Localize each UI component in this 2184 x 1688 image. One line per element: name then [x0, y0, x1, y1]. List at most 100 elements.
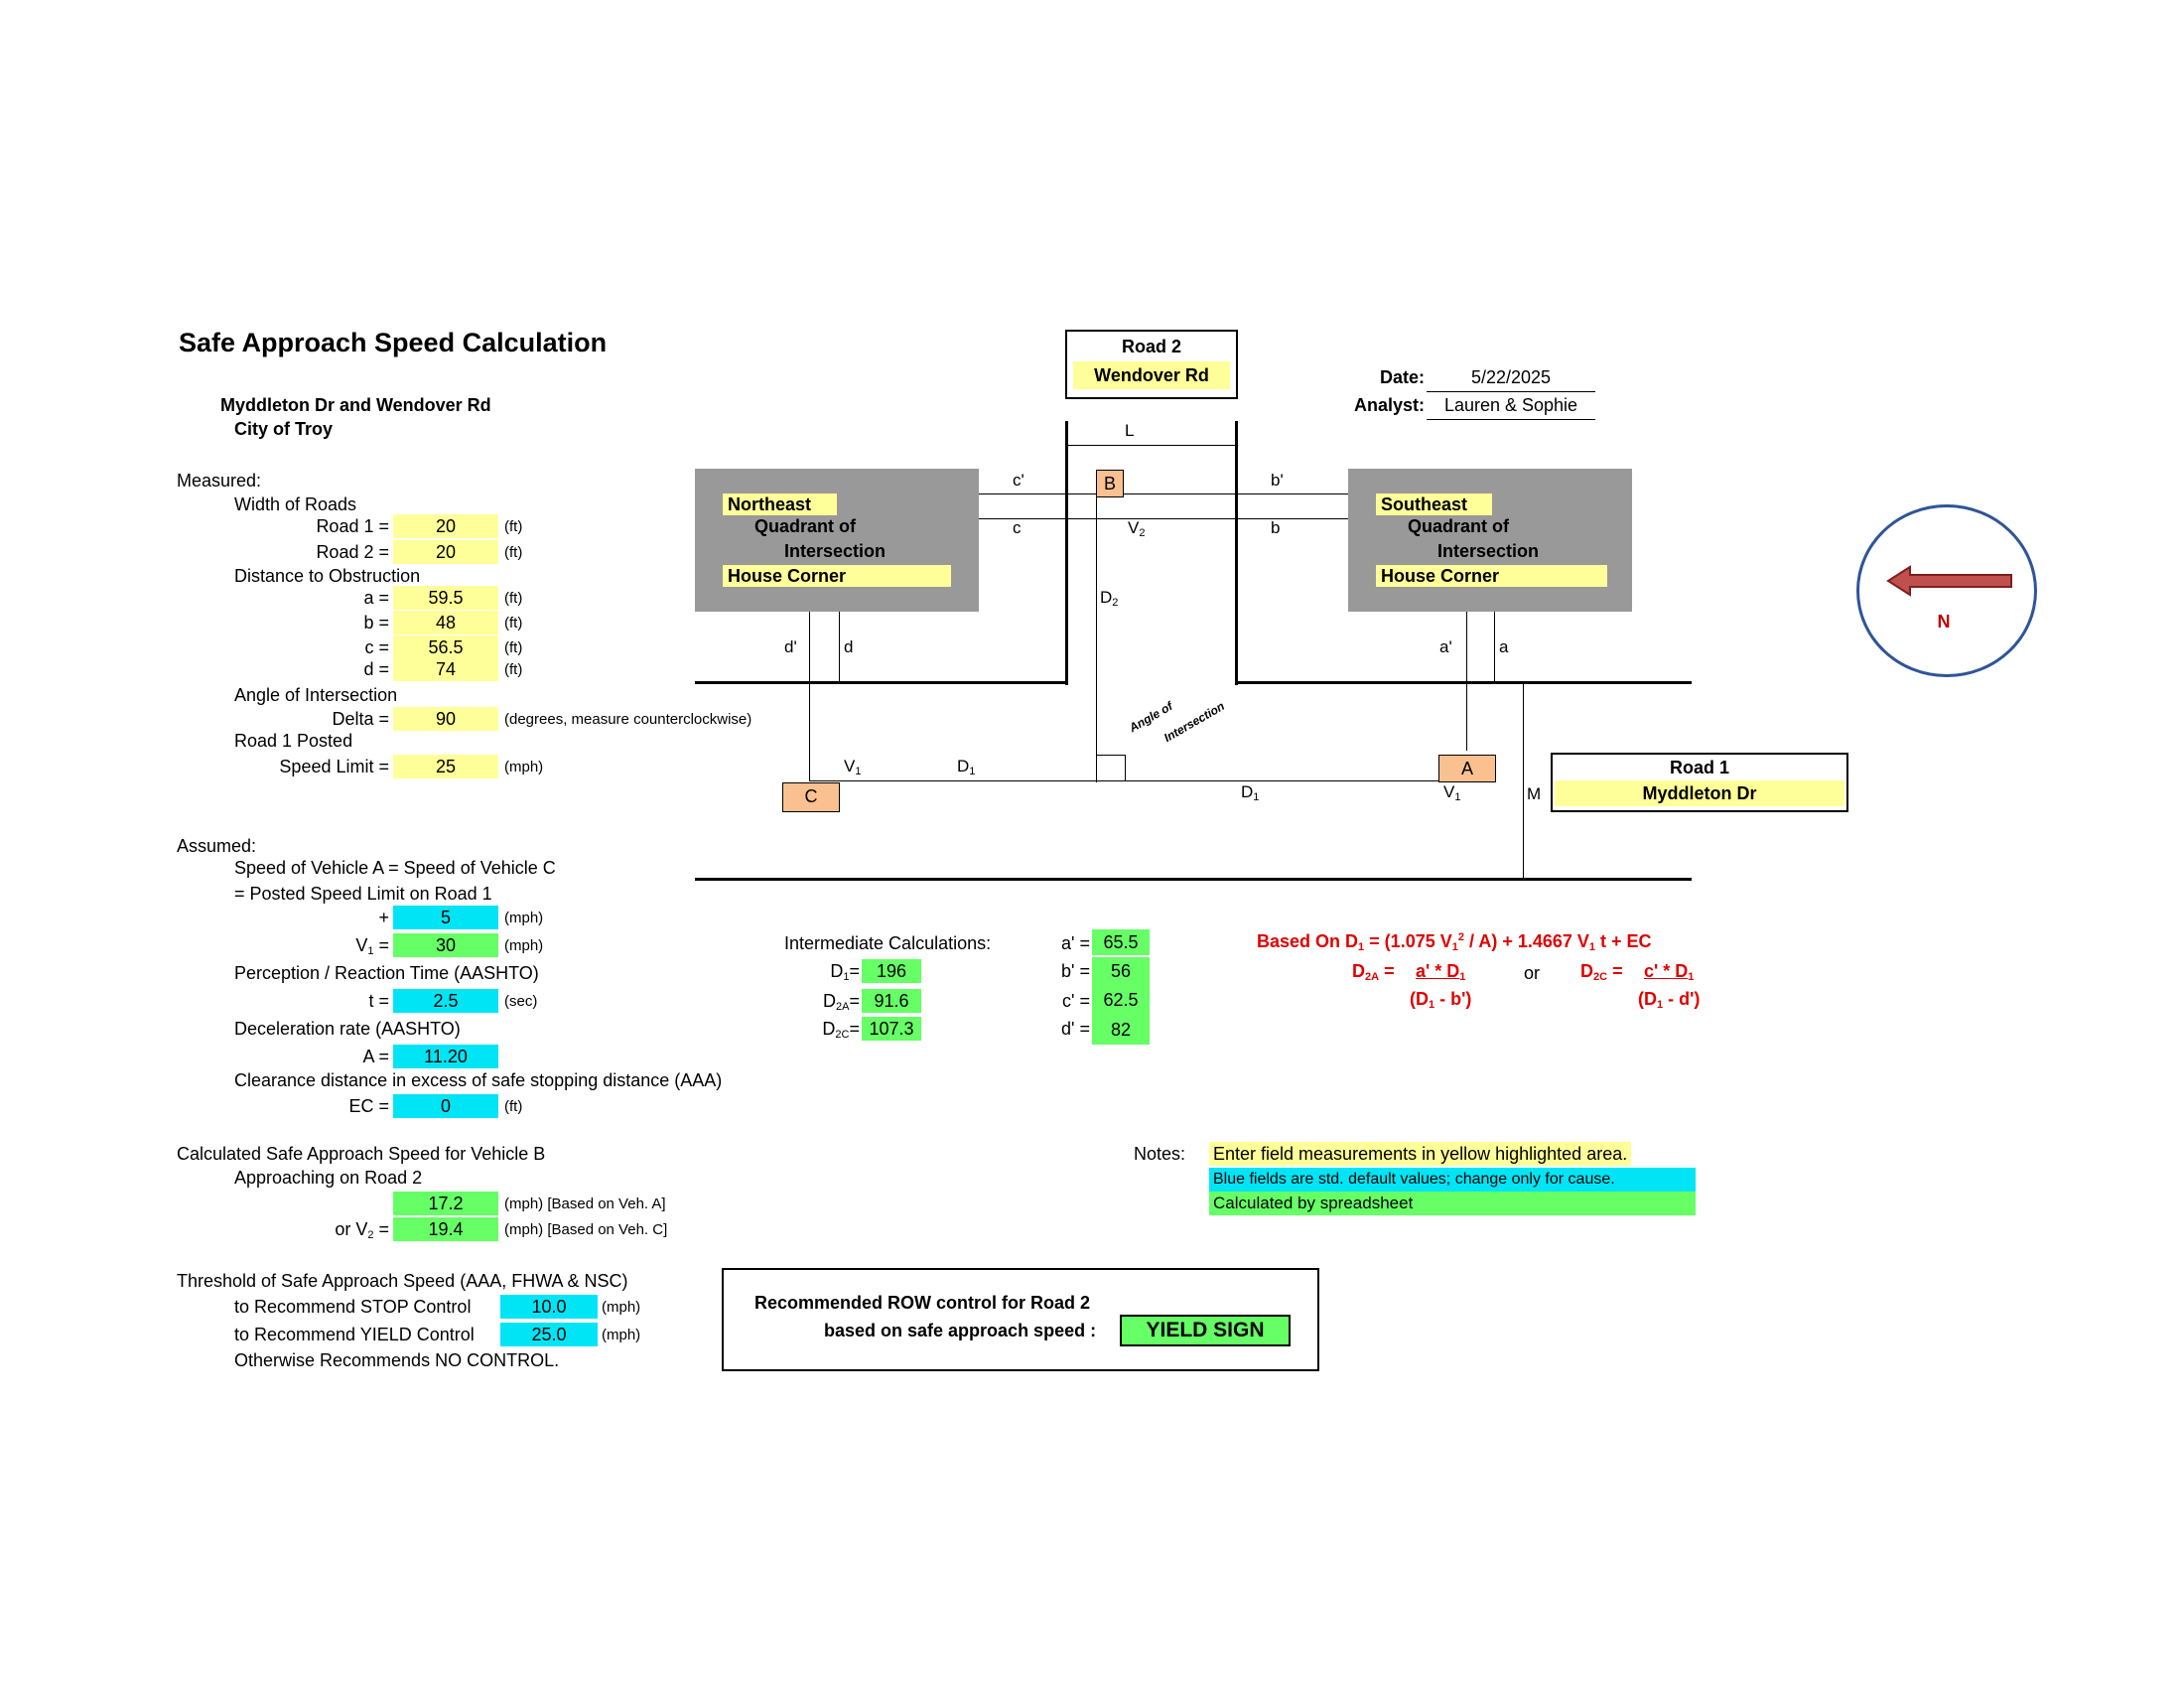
road2-title-box: Road 2 Wendover Rd	[1065, 330, 1238, 399]
north-arrow-icon	[1886, 565, 2012, 597]
b-input[interactable]: 48	[393, 611, 498, 634]
M-label: M	[1527, 784, 1542, 803]
a-prime-value: 65.5	[1092, 929, 1150, 955]
M-dimension-line	[1523, 684, 1524, 878]
d1-value: 196	[862, 959, 921, 983]
ec-unit: (ft)	[504, 1098, 523, 1115]
stop-threshold-input[interactable]: 10.0	[500, 1295, 598, 1319]
a-prime-line	[1466, 612, 1467, 751]
speed-limit-unit: (mph)	[504, 759, 544, 775]
reaction-time-input[interactable]: 2.5	[393, 989, 498, 1013]
speed-limit-label: Speed Limit =	[279, 757, 389, 776]
V1-label-right: V1	[1443, 782, 1461, 803]
d1-label: D1=	[830, 961, 860, 983]
southeast-house-corner: House Corner	[1376, 565, 1607, 587]
d-input[interactable]: 74	[393, 657, 498, 681]
b-prime-label: b'	[1271, 471, 1284, 490]
D2-label: D2	[1100, 588, 1119, 609]
northeast-quadrant	[695, 469, 979, 612]
location-line1: Myddleton Dr and Wendover Rd	[220, 395, 491, 415]
recommendation-box	[722, 1268, 1319, 1371]
stop-unit: (mph)	[602, 1299, 641, 1316]
t-unit: (sec)	[504, 993, 538, 1010]
c-unit: (ft)	[504, 639, 523, 656]
threshold-heading: Threshold of Safe Approach Speed (AAA, F…	[177, 1271, 628, 1291]
speed-limit-input[interactable]: 25	[393, 755, 498, 778]
L-dimension-line	[1068, 445, 1235, 446]
road2-unit: (ft)	[504, 544, 523, 561]
formula-d2a-denominator: (D1 - b')	[1410, 989, 1472, 1011]
a-prime-label: a'	[1439, 637, 1452, 656]
intermediate-heading: Intermediate Calculations:	[784, 933, 992, 953]
distance-heading: Distance to Obstruction	[234, 566, 421, 586]
road1-bottom-edge	[695, 878, 1692, 881]
deceleration-input[interactable]: 11.20	[393, 1045, 498, 1068]
d-prime-line	[809, 612, 810, 780]
d-label: d =	[363, 659, 389, 679]
V2-label: V2	[1128, 518, 1146, 539]
location-line2: City of Troy	[234, 419, 334, 439]
recommendation-line2: based on safe approach speed :	[824, 1321, 1097, 1340]
analyst-label: Analyst:	[1353, 395, 1425, 415]
ec-input[interactable]: 0	[393, 1094, 498, 1118]
road2-label: Road 2 =	[316, 542, 389, 562]
D2-line	[1096, 496, 1097, 782]
V1-label-left: V1	[844, 757, 862, 777]
yield-threshold-input[interactable]: 25.0	[500, 1323, 598, 1346]
b-prime-label: b' =	[1061, 961, 1090, 981]
date-label: Date:	[1379, 367, 1425, 387]
vehicle-b: B	[1096, 470, 1124, 497]
speed-increment-input[interactable]: 5	[393, 906, 498, 929]
southeast-tag: Southeast	[1376, 493, 1492, 515]
c-b-line	[979, 518, 1348, 519]
notes-green: Calculated by spreadsheet	[1209, 1192, 1696, 1215]
assumed-line2: = Posted Speed Limit on Road 1	[234, 884, 492, 904]
road1-label: Road 1 =	[316, 516, 389, 536]
road2-right-edge	[1235, 421, 1238, 685]
analyst-value[interactable]: Lauren & Sophie	[1427, 395, 1595, 420]
c-prime-value: 62.5	[1092, 985, 1150, 1015]
c-input[interactable]: 56.5	[393, 635, 498, 659]
a-input[interactable]: 59.5	[393, 586, 498, 610]
a-label: a =	[363, 588, 389, 608]
date-value[interactable]: 5/22/2025	[1427, 367, 1595, 392]
d2c-value: 107.3	[862, 1017, 921, 1041]
yield-unit: (mph)	[602, 1327, 641, 1343]
v1-value: 30	[393, 933, 498, 957]
a-prime-label: a' =	[1061, 933, 1090, 953]
notes-yellow: Enter field measurements in yellow highl…	[1209, 1142, 1632, 1166]
v2-veh-a-value: 17.2	[393, 1192, 498, 1215]
southeast-quadrant	[1348, 469, 1632, 612]
d-prime-value: 82	[1092, 1015, 1150, 1045]
road1-width-input[interactable]: 20	[393, 514, 498, 538]
right-angle-mark	[1096, 755, 1126, 781]
road2-name: Wendover Rd	[1073, 361, 1230, 389]
c-label: c =	[364, 637, 389, 657]
calculated-heading: Calculated Safe Approach Speed for Vehic…	[177, 1144, 546, 1164]
plus-label: +	[378, 908, 389, 927]
delta-input[interactable]: 90	[393, 707, 498, 731]
road1-top-edge-right	[1235, 681, 1692, 684]
road2-width-input[interactable]: 20	[393, 540, 498, 564]
v1-unit: (mph)	[504, 937, 544, 954]
stop-label: to Recommend STOP Control	[234, 1297, 472, 1317]
formula-d1: Based On D1 = (1.075 V12 / A) + 1.4667 V…	[1257, 931, 1652, 953]
a-label: a	[1499, 637, 1509, 656]
d2a-value: 91.6	[862, 989, 921, 1013]
vehicle-a: A	[1438, 755, 1496, 782]
road1-unit: (ft)	[504, 518, 523, 535]
a-unit: (ft)	[504, 590, 523, 607]
vehicle-c: C	[782, 782, 840, 812]
yield-label: to Recommend YIELD Control	[234, 1325, 475, 1344]
southeast-line2: Quadrant of	[1408, 516, 1509, 536]
road2-left-edge	[1065, 421, 1068, 685]
c-prime-label: c' =	[1062, 991, 1090, 1011]
plus-unit: (mph)	[504, 910, 544, 926]
delta-label: Delta =	[332, 709, 389, 729]
d2a-label: D2A=	[823, 991, 860, 1013]
formula-d2c-label: D2C =	[1580, 961, 1623, 983]
c-prime-b-prime-line	[979, 493, 1348, 494]
L-label: L	[1125, 421, 1135, 440]
v2-veh-c-value: 19.4	[393, 1217, 498, 1241]
notes-blue: Blue fields are std. default values; cha…	[1209, 1168, 1696, 1192]
